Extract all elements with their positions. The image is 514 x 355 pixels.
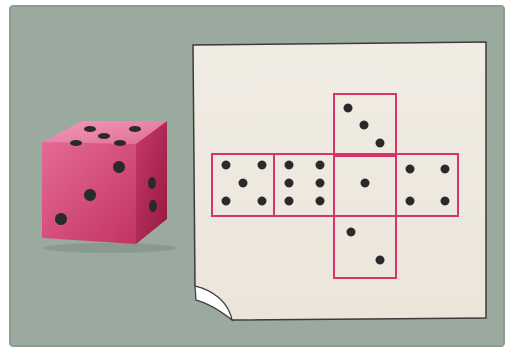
die-shadow bbox=[44, 243, 176, 253]
pips-row-center-1 bbox=[361, 179, 370, 188]
